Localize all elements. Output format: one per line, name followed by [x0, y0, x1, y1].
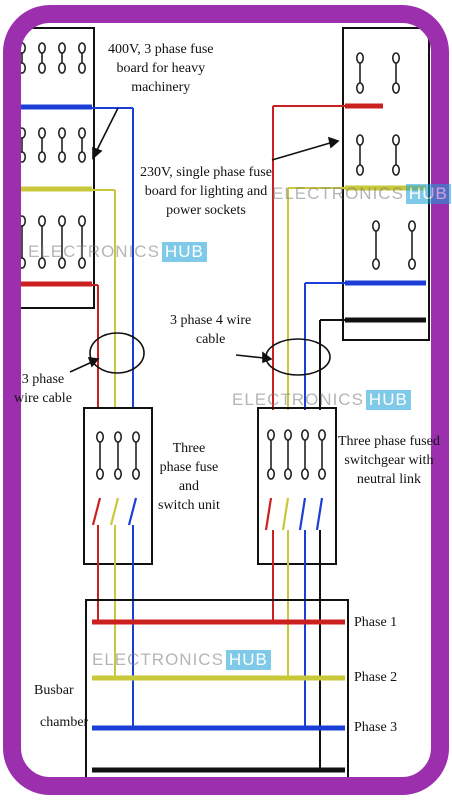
cable-ellipse-3-phase-4-wire [265, 338, 331, 376]
switch-unit-fuses [96, 431, 141, 480]
pointer-arrows [69, 107, 340, 373]
cable-ellipse-3-phase [89, 332, 145, 374]
label-3-phase-wire-cable: 3 phase wire cable [14, 372, 72, 406]
left-board-wires [10, 104, 134, 408]
label-chamber: chamber [40, 715, 89, 730]
three-phase-fuse-switch-unit [83, 407, 153, 565]
fuse-elements-left-board [17, 42, 86, 269]
label-busbar: Busbar [34, 683, 74, 698]
label-400v-fuse-board: 400V, 3 phase fuse board for heavy machi… [108, 42, 214, 95]
label-phase-2: Phase 2 [354, 670, 398, 685]
label-3-phase-4-wire-cable: 3 phase 4 wire cable [170, 313, 252, 347]
right-board-wires [272, 103, 426, 410]
switchgear-out-wires [272, 530, 321, 770]
label-phase-1: Phase 1 [354, 615, 398, 630]
switchgear-blades [264, 497, 324, 531]
three-phase-fused-switchgear [257, 407, 337, 565]
switch-unit-out-wires [97, 525, 134, 728]
label-phase-3: Phase 3 [354, 720, 398, 735]
label-three-phase-fuse-switch-unit: Three phase fuse and switch unit [158, 441, 220, 513]
switch-unit-blades [91, 497, 138, 526]
label-230v-fuse-board: 230V, single phase fuse board for lighti… [140, 165, 272, 218]
label-three-phase-fused-switchgear: Three phase fused switchgear with neutra… [338, 434, 440, 487]
switchgear-fuses [266, 429, 326, 480]
fuse-elements-right-board [355, 52, 416, 270]
